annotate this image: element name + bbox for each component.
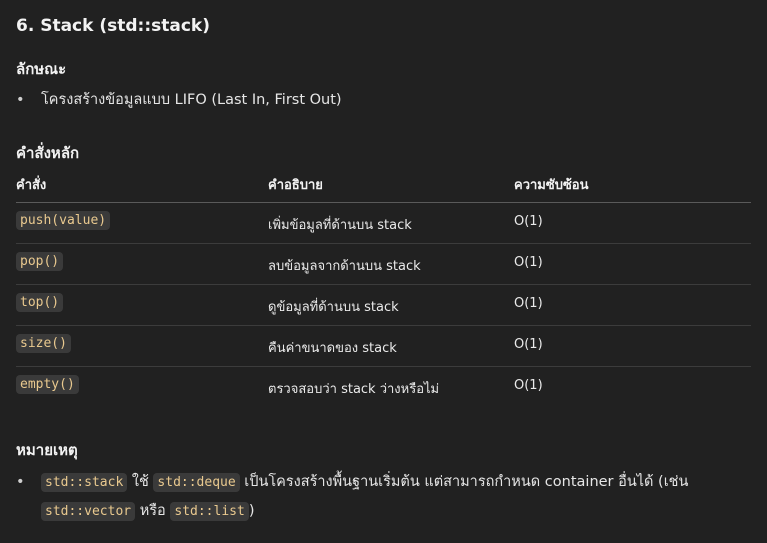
table-header: คำสั่ง คำอธิบาย ความซับซ้อน bbox=[16, 168, 751, 203]
column-header-description: คำอธิบาย bbox=[268, 178, 323, 193]
column-header-complexity: ความซับซ้อน bbox=[514, 178, 589, 193]
command-complexity: O(1) bbox=[514, 255, 543, 270]
command-description: คืนค่าขนาดของ stack bbox=[268, 341, 397, 356]
command-complexity: O(1) bbox=[514, 337, 543, 352]
bullet-icon: • bbox=[16, 92, 25, 108]
table-row: push(value) เพิ่มข้อมูลที่ด้านบน stack O… bbox=[16, 203, 751, 244]
inline-code: std::list bbox=[170, 502, 249, 521]
command-description: ดูข้อมูลที่ด้านบน stack bbox=[268, 300, 399, 315]
notes-heading: หมายเหตุ bbox=[16, 441, 78, 459]
command-code: size() bbox=[16, 334, 71, 353]
inline-code: std::stack bbox=[41, 473, 128, 492]
command-code: empty() bbox=[16, 375, 79, 394]
table-row: top() ดูข้อมูลที่ด้านบน stack O(1) bbox=[16, 285, 751, 326]
note-text: หรือ bbox=[135, 503, 171, 519]
table-row: pop() ลบข้อมูลจากด้านบน stack O(1) bbox=[16, 244, 751, 285]
command-description: ลบข้อมูลจากด้านบน stack bbox=[268, 259, 421, 274]
command-complexity: O(1) bbox=[514, 296, 543, 311]
table-row: size() คืนค่าขนาดของ stack O(1) bbox=[16, 326, 751, 367]
command-complexity: O(1) bbox=[514, 378, 543, 393]
command-complexity: O(1) bbox=[514, 214, 543, 229]
inline-code: std::deque bbox=[153, 473, 240, 492]
commands-table: คำสั่ง คำอธิบาย ความซับซ้อน push(value) … bbox=[16, 168, 751, 407]
table-row: empty() ตรวจสอบว่า stack ว่างหรือไม่ O(1… bbox=[16, 367, 751, 407]
command-description: ตรวจสอบว่า stack ว่างหรือไม่ bbox=[268, 382, 440, 397]
command-code: push(value) bbox=[16, 211, 111, 230]
bullet-text: โครงสร้างข้อมูลแบบ LIFO (Last In, First … bbox=[41, 92, 342, 108]
command-code: top() bbox=[16, 293, 64, 312]
inline-code: std::vector bbox=[41, 502, 136, 521]
commands-heading: คำสั่งหลัก bbox=[16, 144, 80, 162]
command-code: pop() bbox=[16, 252, 64, 271]
section-heading: 6. Stack (std::stack) bbox=[16, 16, 210, 36]
note-text: ) bbox=[248, 503, 255, 519]
note-text: ใช้ bbox=[127, 474, 154, 490]
column-header-command: คำสั่ง bbox=[16, 178, 47, 193]
note-text: เป็นโครงสร้างพื้นฐานเริ่มต้น แต่สามารถกำ… bbox=[239, 474, 689, 490]
command-description: เพิ่มข้อมูลที่ด้านบน stack bbox=[268, 218, 412, 233]
bullet-icon: • bbox=[16, 474, 25, 490]
notes-text: std::stack ใช้ std::deque เป็นโครงสร้างพ… bbox=[41, 468, 751, 526]
characteristics-heading: ลักษณะ bbox=[16, 60, 67, 78]
